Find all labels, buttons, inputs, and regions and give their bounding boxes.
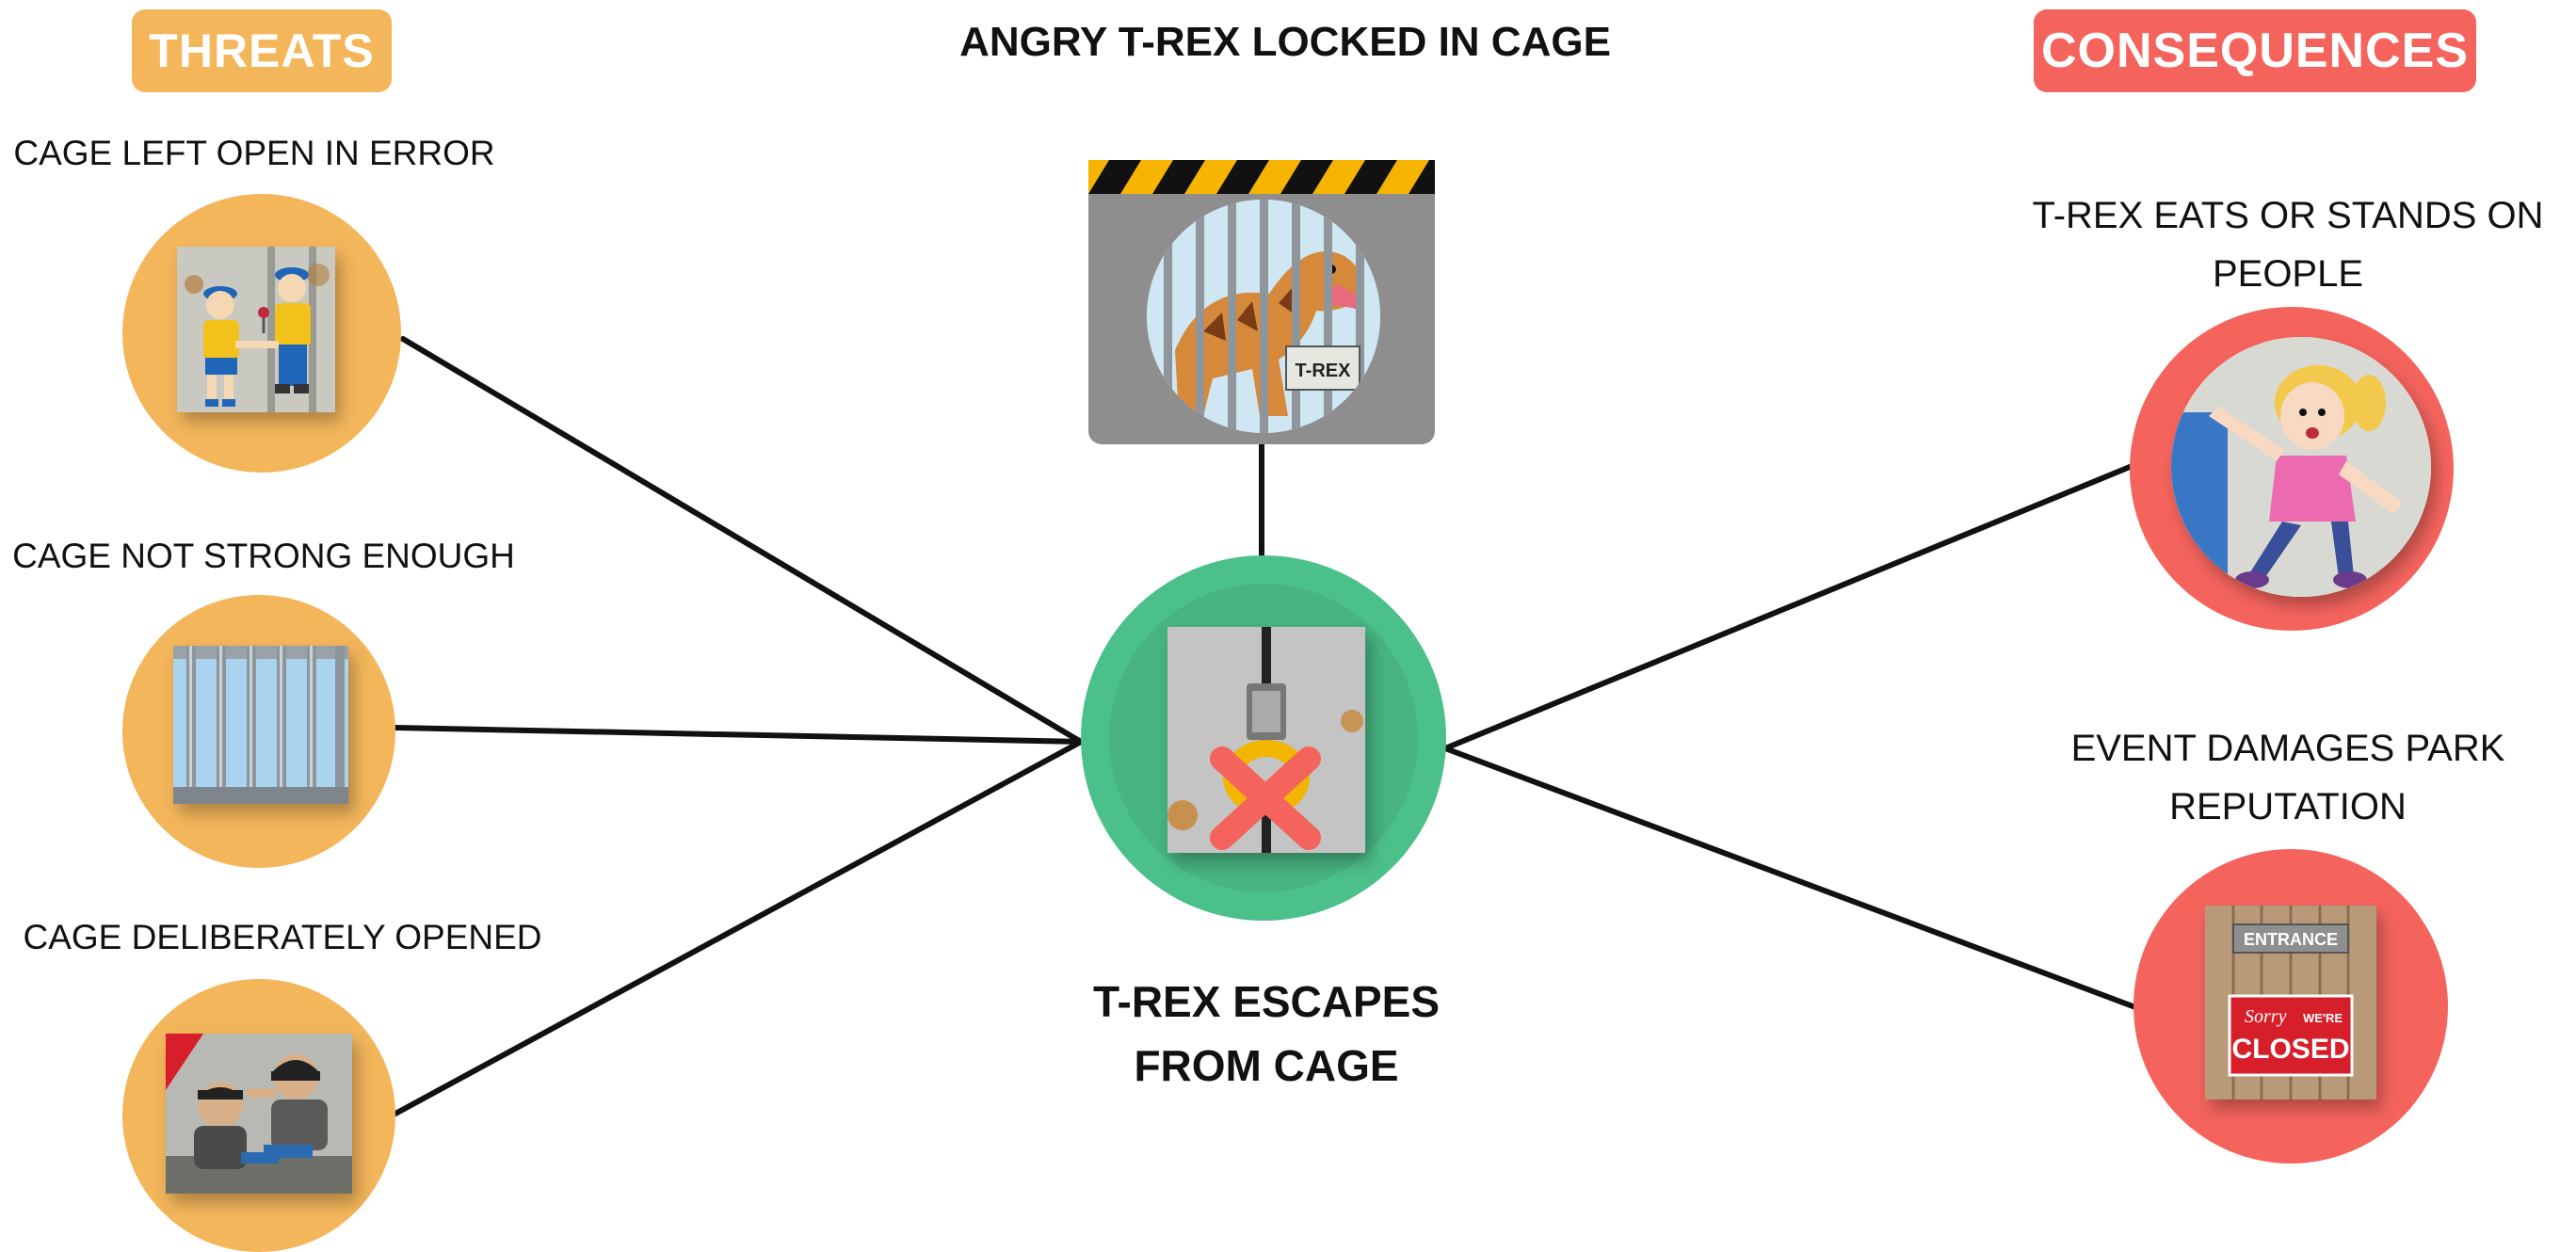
consequence-2-label-line2: REPUTATION (2169, 786, 2407, 827)
hazard-title: ANGRY T-REX LOCKED IN CAGE (959, 19, 1611, 65)
consequence-1-label: T-REX EATS OR STANDS ON PEOPLE (1977, 186, 2576, 303)
closed-sign-sorry: Sorry (2245, 1006, 2287, 1027)
consequence-1-circle (2130, 307, 2454, 631)
threats-header: THREATS (132, 9, 392, 92)
trex-cage-icon: T-REX (1147, 200, 1380, 433)
consequence-1-label-line2: PEOPLE (2212, 253, 2364, 295)
cage-bars-icon (173, 646, 348, 804)
top-event-circle (1081, 555, 1446, 921)
connector-threat-1 (400, 336, 1084, 745)
top-event-label-line2: FROM CAGE (1134, 1041, 1399, 1090)
connector-threat-2 (393, 725, 1084, 745)
consequences-header: CONSEQUENCES (2034, 9, 2476, 92)
threat-1-circle (122, 194, 401, 473)
zookeepers-handing-key-icon (177, 247, 335, 412)
connector-consequence-2 (1442, 746, 2138, 1010)
hazard-stripe (1088, 160, 1435, 194)
threat-3-circle (122, 979, 395, 1252)
consequence-2-circle: ENTRANCE Sorry WE'RE CLOSED (2133, 849, 2448, 1164)
closed-sign-were: WE'RE (2303, 1011, 2343, 1025)
entrance-sign-text: ENTRANCE (2244, 930, 2338, 949)
hazard-card: T-REX (1088, 160, 1435, 444)
broken-lock-icon (1167, 627, 1365, 853)
connector-threat-3 (393, 739, 1084, 1116)
consequence-2-label: EVENT DAMAGES PARK REPUTATION (2015, 719, 2561, 836)
top-event-label: T-REX ESCAPES FROM CAGE (1036, 970, 1497, 1098)
threat-2-label: CAGE NOT STRONG ENOUGH (12, 537, 515, 575)
threat-2-circle (122, 595, 395, 868)
connector-consequence-1 (1442, 464, 2133, 751)
scared-girl-icon (2171, 337, 2431, 597)
threat-3-label: CAGE DELIBERATELY OPENED (23, 918, 542, 956)
closed-sign-closed: CLOSED (2231, 1034, 2349, 1065)
consequence-1-label-line1: T-REX EATS OR STANDS ON (2032, 195, 2544, 236)
closed-entrance-icon: ENTRANCE Sorry WE'RE CLOSED (2205, 906, 2376, 1100)
consequence-2-label-line1: EVENT DAMAGES PARK (2070, 728, 2505, 769)
top-event-label-line1: T-REX ESCAPES (1092, 977, 1441, 1026)
cage-sign-text: T-REX (1296, 361, 1352, 381)
threat-1-label: CAGE LEFT OPEN IN ERROR (13, 134, 495, 172)
burglars-icon (166, 1034, 352, 1194)
